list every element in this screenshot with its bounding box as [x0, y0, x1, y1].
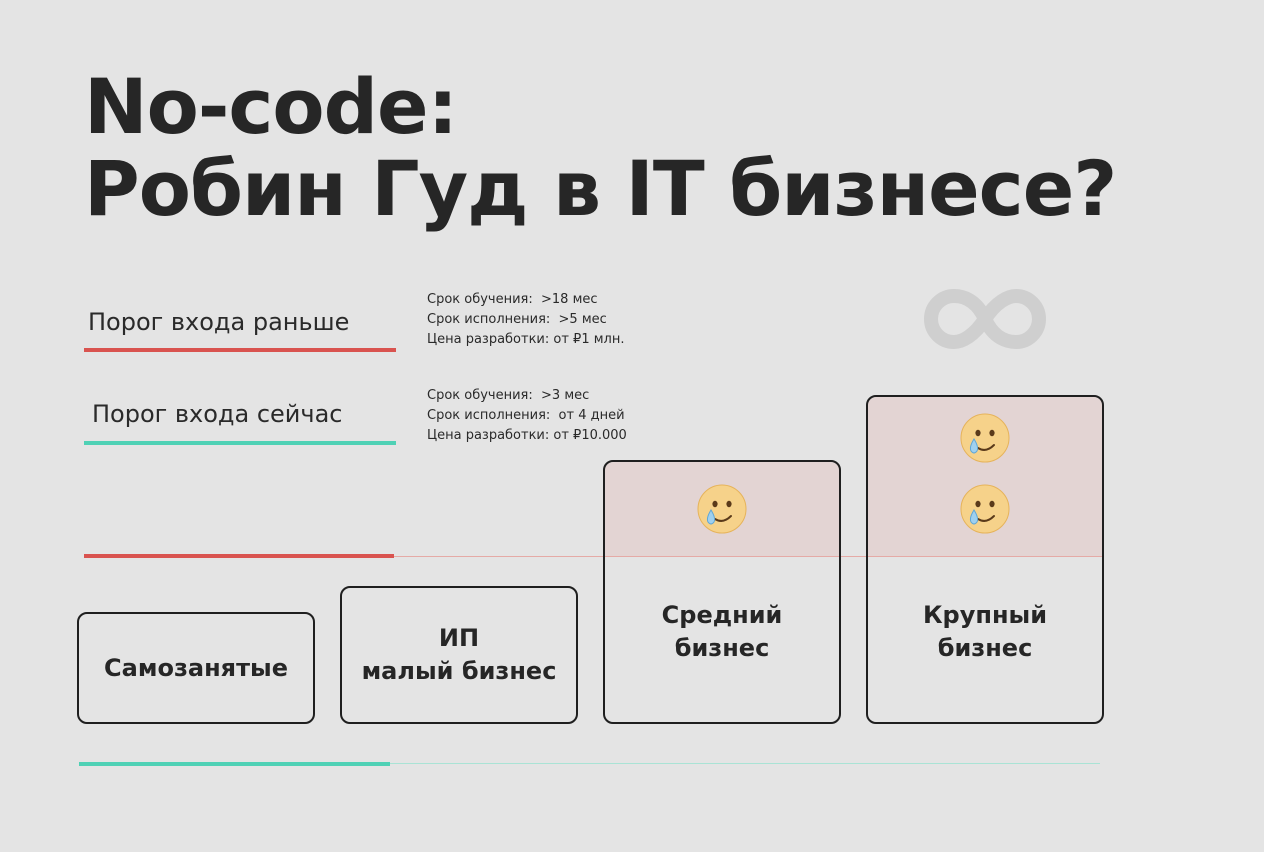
spec-execution-time: Срок исполнения: >5 мес	[427, 312, 607, 327]
threshold-now-guide	[390, 763, 1100, 764]
title-line-1: No-code:	[84, 62, 458, 151]
title-line-2: Робин Гуд в IT бизнесе?	[84, 144, 1117, 233]
segment-large-business: Крупный бизнес	[866, 395, 1104, 724]
threshold-now-specs: Срок обучения: >3 мес Срок исполнения: о…	[427, 386, 627, 446]
spec-learning-time: Срок обучения: >3 мес	[427, 388, 590, 403]
segment-label: Самозанятые	[104, 653, 288, 682]
segment-label: ИП	[438, 624, 480, 652]
segment-label: Крупный	[922, 601, 1048, 629]
threshold-now-underline	[84, 441, 396, 445]
face-holding-back-tears-icon	[697, 484, 747, 534]
threshold-before-bar	[84, 554, 394, 558]
threshold-before-specs: Срок обучения: >18 мес Срок исполнения: …	[427, 290, 624, 350]
segment-label: Средний	[661, 601, 783, 629]
threshold-now-label: Порог входа сейчас	[92, 400, 343, 428]
spec-learning-time: Срок обучения: >18 мес	[427, 292, 598, 307]
face-holding-back-tears-icon	[960, 484, 1010, 534]
spec-development-price: Цена разработки: от ₽10.000	[427, 428, 627, 443]
segment-medium-business: Средний бизнес	[603, 460, 841, 724]
segment-self-employed: Самозанятые	[77, 612, 315, 724]
spec-development-price: Цена разработки: от ₽1 млн.	[427, 332, 625, 347]
infinity-logo-icon	[924, 288, 1046, 350]
segment-label: бизнес	[674, 634, 770, 662]
segment-small-business: ИП малый бизнес	[340, 586, 578, 724]
face-holding-back-tears-icon	[960, 413, 1010, 463]
page-title: No-code: Робин Гуд в IT бизнесе?	[84, 62, 1117, 233]
threshold-before-underline	[84, 348, 396, 352]
segment-label: малый бизнес	[361, 657, 557, 685]
threshold-before-guide	[394, 556, 1104, 557]
spec-execution-time: Срок исполнения: от 4 дней	[427, 408, 625, 423]
threshold-now-bar	[79, 762, 390, 766]
threshold-before-label: Порог входа раньше	[88, 308, 350, 336]
segment-label: бизнес	[937, 634, 1033, 662]
